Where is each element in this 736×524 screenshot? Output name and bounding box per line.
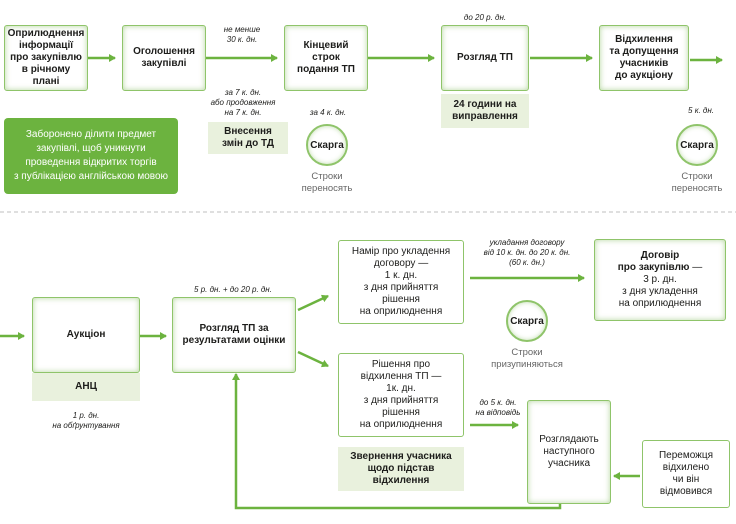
arrow-eval-reject [297, 350, 329, 368]
arrow-loop-back [232, 373, 562, 510]
reject-label: Рішення про відхилення ТП — 1к. дн. з дн… [359, 359, 443, 430]
note-7-days: за 7 к. дн. або продовження на 7 к. дн. [210, 88, 276, 117]
winner-refused-label: Переможця відхилено чи він відмовився [658, 450, 714, 497]
note-min-30-days: не менше 30 к. дн. [223, 25, 261, 44]
fix-panel: 24 години на виправлення [441, 94, 529, 128]
announcement-label: Оголошення закупівлі [133, 46, 195, 69]
reject-node: Рішення про відхилення ТП — 1к. дн. з дн… [338, 353, 464, 437]
note-anc: 1 р. дн. на обґрунтування [52, 411, 120, 430]
auction-label: Аукціон [66, 329, 106, 340]
note-contract: укладання договору від 10 к. дн. до 20 к… [483, 238, 571, 267]
suspend-text: Строки призупиняються [491, 347, 563, 370]
anc-label: АНЦ [75, 381, 97, 392]
deadline-node: Кінцевий строк подання ТП [284, 25, 368, 91]
changes-panel: Внесення змін до ТД [208, 122, 288, 154]
arrow-eval-intent [297, 294, 329, 312]
publish-plan-label: Оприлюднення інформації про закупівлю в … [7, 28, 85, 87]
note-eval: 5 р. дн. + до 20 р. дн. [194, 285, 272, 294]
complaint-circle-3: Скарга [506, 300, 548, 342]
complaint-circle-2: Скарга [676, 124, 718, 166]
appeal-label: Звернення учасника щодо підстав відхилен… [350, 451, 452, 486]
winner-refused-node: Переможця відхилено чи він відмовився [642, 440, 730, 508]
complaint-label-2: Скарга [680, 139, 714, 151]
complaint-circle-1: Скарга [306, 124, 348, 166]
postpone-text-2: Строки переносять [671, 171, 723, 194]
review-label: Розгляд ТП [457, 52, 513, 63]
changes-label: Внесення змін до ТД [222, 126, 274, 149]
note-5-days: 5 к. дн. [688, 106, 714, 115]
publish-plan-node: Оприлюднення інформації про закупівлю в … [4, 25, 88, 91]
auction-node: Аукціон [32, 297, 140, 373]
note-20-days: до 20 р. дн. [463, 13, 507, 22]
contract-title: Договір про закупівлю [617, 250, 690, 273]
evaluation-label: Розгляд ТП за результатами оцінки [182, 323, 286, 346]
contract-node: Договір про закупівлю — 3 р. дн. з дня у… [594, 239, 726, 321]
warning-text: Заборонено ділити предмет закупівлі, щоб… [13, 129, 169, 182]
intent-node: Намір про укладення договору — 1 к. дн. … [338, 240, 464, 324]
complaint-label-1: Скарга [310, 139, 344, 151]
appeal-panel: Звернення учасника щодо підстав відхилен… [338, 447, 464, 491]
announcement-node: Оголошення закупівлі [122, 25, 206, 91]
contract-detail: — 3 р. дн. з дня укладення на оприлюднен… [618, 262, 703, 309]
note-answer: до 5 к. дн. на відповідь [475, 398, 521, 417]
postpone-text-1: Строки переносять [301, 171, 353, 194]
deadline-label: Кінцевий строк подання ТП [297, 40, 355, 75]
intent-label: Намір про укладення договору — 1 к. дн. … [351, 246, 451, 317]
admission-node: Відхилення та допущення учасників до аук… [599, 25, 689, 91]
next-bidder-node: Розглядають наступного учасника [527, 400, 611, 504]
review-node: Розгляд ТП [441, 25, 529, 91]
anc-panel: АНЦ [32, 373, 140, 401]
warning-box: Заборонено ділити предмет закупівлі, щоб… [4, 118, 178, 194]
next-bidder-label: Розглядають наступного учасника [539, 434, 599, 469]
evaluation-node: Розгляд ТП за результатами оцінки [172, 297, 296, 373]
note-4-days: за 4 к. дн. [309, 108, 347, 117]
complaint-label-3: Скарга [510, 315, 544, 327]
fix-label: 24 години на виправлення [452, 99, 518, 122]
contract-label: Договір про закупівлю — 3 р. дн. з дня у… [618, 250, 703, 310]
admission-label: Відхилення та допущення учасників до аук… [609, 34, 679, 81]
